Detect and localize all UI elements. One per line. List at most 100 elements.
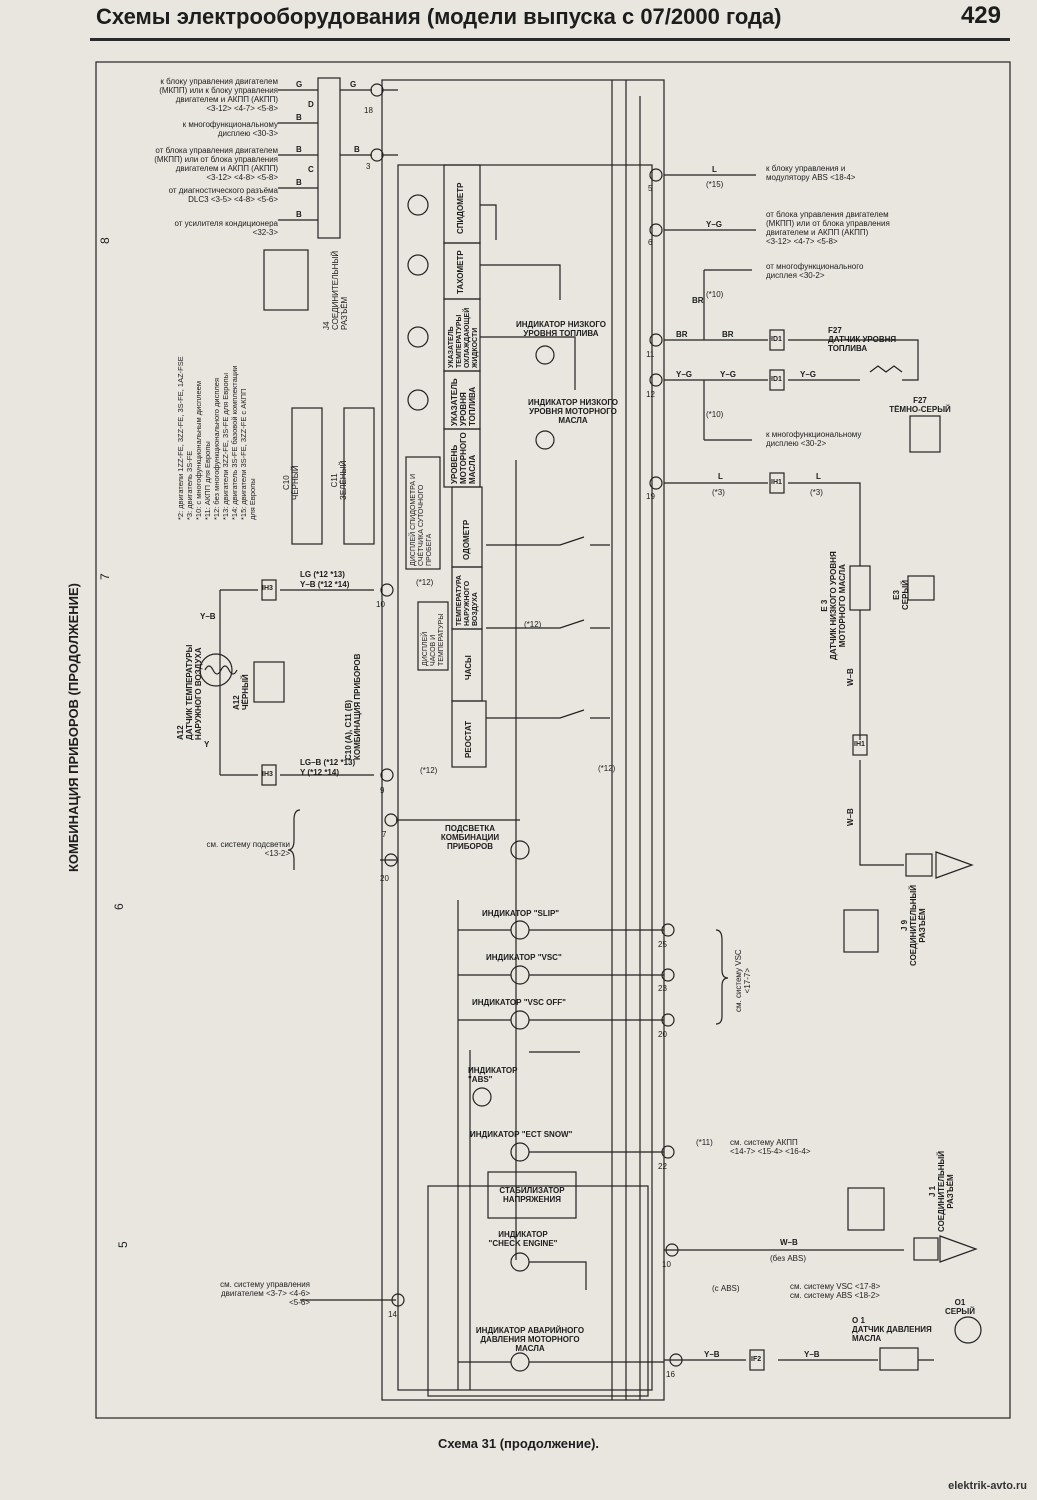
wire-yb-line: Y–B (*12 *14) [300,580,350,589]
note-12-b: (*12) [420,766,438,775]
note-12-a: (*12) [416,578,434,587]
wire-wb-2: W–B [846,808,855,826]
wire-yb-2: Y–B [804,1350,820,1359]
diagram-frame [95,61,1011,1419]
pin-a11: 11 [646,350,655,359]
note-3-a: (*3) [712,488,725,497]
wire-y-line: Y (*12 *14) [300,768,339,777]
a12-label: A12 ДАТЧИК ТЕМПЕРАТУРЫ НАРУЖНОГО ВОЗДУХА [176,644,203,740]
connector-ih1-b: IH1 [854,741,865,748]
pin-b20: 20 [380,874,389,883]
pin-a3: 3 [366,162,371,171]
gauge-tachometer: ТАХОМЕТР [456,250,465,294]
ref-to-multidisplay: к многофункциональному дисплею <30-3> [182,120,278,138]
ind-low-oil: ИНДИКАТОР НИЗКОГО УРОВНЯ МОТОРНОГО МАСЛА [527,398,618,425]
ref-from-ecu-right: от блока управления двигателем (МКПП) ил… [766,210,890,246]
o1-color-label: O1 СЕРЫЙ [944,1298,976,1316]
label-with-abs: (с ABS) [712,1284,740,1293]
wire-yg-3: Y–G [800,370,817,379]
ref-akpp: см. систему АКПП <14-7> <15-4> <16-4> [730,1138,811,1156]
ind-low-fuel: ИНДИКАТОР НИЗКОГО УРОВНЯ ТОПЛИВА [515,320,606,338]
connector-ih3-top: IH3 [262,585,273,592]
note-10-a: (*10) [706,290,724,299]
wire-b-1: B [296,113,302,122]
wire-wb-3: W–B [780,1238,798,1247]
j9-label: J 9 СОЕДИНИТЕЛЬНЫЙ РАЗЪЁМ [900,884,927,966]
ref-from-ac: от усилителя кондиционера <32-3> [174,219,278,237]
wire-b-2: B [296,145,302,154]
ref-from-md: от многофункционального дисплея <30-2> [766,262,864,280]
wire-b-4: B [296,178,302,187]
pin-a23: 23 [658,984,667,993]
pin-a9: 9 [380,786,385,795]
note-3-b: (*3) [810,488,823,497]
wire-c-1: C [308,165,314,174]
pin-a25: 25 [658,940,667,949]
note-12-c: (*12) [598,764,616,773]
connector-id1-b: ID1 [771,376,782,383]
outside-temp: ТЕМПЕРАТУРА НАРУЖНОГО ВОЗДУХА [456,575,479,626]
ref-from-dlc3: от диагностического разъёма DLC3 <3-5> <… [168,186,278,204]
e3-color-label: E3 СЕРЫЙ [892,579,910,610]
pin-a12: 12 [646,390,655,399]
wire-yb-a12: Y–B [200,612,216,621]
connector-if2: IF2 [751,1356,762,1363]
page-number: 429 [960,2,1001,29]
ind-backlight: ПОДСВЕТКА КОМБИНАЦИИ ПРИБОРОВ [440,824,500,851]
wire-yg-ecu: Y–G [706,220,723,229]
pin-b16: 16 [666,1370,675,1379]
gauge-oil-level: УРОВЕНЬ МОТОРНОГО МАСЛА [450,432,477,484]
ind-abs: ИНДИКАТОР "ABS" [468,1066,518,1084]
connector-id1-a: ID1 [771,336,782,343]
wire-yg-2: Y–G [720,370,737,379]
wire-lgb-line: LG–B (*12 *13) [300,758,356,767]
ind-oil-pressure: ИНДИКАТОР АВАРИЙНОГО ДАВЛЕНИЯ МОТОРНОГО … [475,1326,585,1353]
wire-wb-1: W–B [846,668,855,686]
e3-sensor-label: E 3 ДАТЧИК НИЗКОГО УРОВНЯ МОТОРНОГО МАСЛ… [820,551,847,660]
ref-from-ecu: от блока управления двигателем (МКПП) ил… [154,146,278,182]
ref-lighting: см. систему подсветки <13-2> [206,840,291,858]
clock: ЧАСЫ [464,655,473,680]
f27-color-label: F27 ТЁМНО-СЕРЫЙ [889,396,951,414]
voltage-stabilizer: СТАБИЛИЗАТОР НАПРЯЖЕНИЯ [499,1186,565,1204]
note-10-b: (*10) [706,410,724,419]
pin-a22: 22 [658,1162,667,1171]
ref-vsc-abs: см. систему VSC <17-8> см. систему ABS <… [790,1282,881,1300]
j4-label: J4 СОЕДИНИТЕЛЬНЫЙ РАЗЪЁМ [322,250,349,330]
grid-number-8: 8 [98,237,112,244]
wire-d-1: D [308,100,314,109]
ind-vsc: ИНДИКАТОР "VSC" [486,953,562,962]
pin-a6: 6 [648,238,653,247]
grid-number-7: 7 [98,573,112,580]
gauge-fuel: УКАЗАТЕЛЬ УРОВНЯ ТОПЛИВА [450,378,477,426]
j1-label: J 1 СОЕДИНИТЕЛЬНЫЙ РАЗЪЁМ [928,1150,955,1232]
cluster-inner-box [397,164,653,1391]
ref-to-ecu: к блоку управления двигателем (МКПП) или… [159,77,278,113]
pin-a18: 18 [364,106,373,115]
display-odo-trip: ДИСПЛЕЙ СПИДОМЕТРА И СЧЁТЧИКА СУТОЧНОГО … [410,473,433,566]
grid-number-5: 5 [116,1241,130,1248]
figure-caption: Схема 31 (продолжение). [437,1436,600,1451]
j4-box [317,77,341,239]
ind-vsc-off: ИНДИКАТОР "VSC OFF" [472,998,566,1007]
ref-to-abs: к блоку управления и модулятору ABS <18-… [766,164,856,182]
wire-b-3: B [354,145,360,154]
cluster-label: C10 (A), C11 (B) КОМБИНАЦИЯ ПРИБОРОВ [344,653,362,760]
display-clock-temp: ДИСПЛЕЙ ЧАСОВ И ТЕМПЕРАТУРЫ [422,613,445,666]
footnotes: *2: двигатели 1ZZ-FE, 3ZZ-FE, 3S-FE, 1AZ… [176,356,257,520]
ref-engine: см. систему управления двигателем <3-7> … [220,1280,310,1307]
ref-vsc: см. систему VSC <17-7> [734,949,752,1012]
ref-to-md: к многофункциональному дисплею <30-2> [766,430,862,448]
pin-b14: 14 [388,1310,397,1319]
cluster-outer-box [381,79,665,1401]
wire-y-a12: Y [204,740,210,749]
page-title: Схемы электрооборудования (модели выпуск… [96,4,782,29]
gauge-coolant: УКАЗАТЕЛЬ ТЕМПЕРАТУРЫ ОХЛАЖДАЮЩЕЙ ЖИДКОС… [448,307,479,368]
f27-sensor-label: F27 ДАТЧИК УРОВНЯ ТОПЛИВА [828,326,897,353]
pin-a20: 20 [658,1030,667,1039]
header-rule [90,38,1010,41]
wire-l-2: L [816,472,821,481]
wire-br-2: BR [722,330,734,339]
label-no-abs: (без ABS) [770,1254,806,1263]
